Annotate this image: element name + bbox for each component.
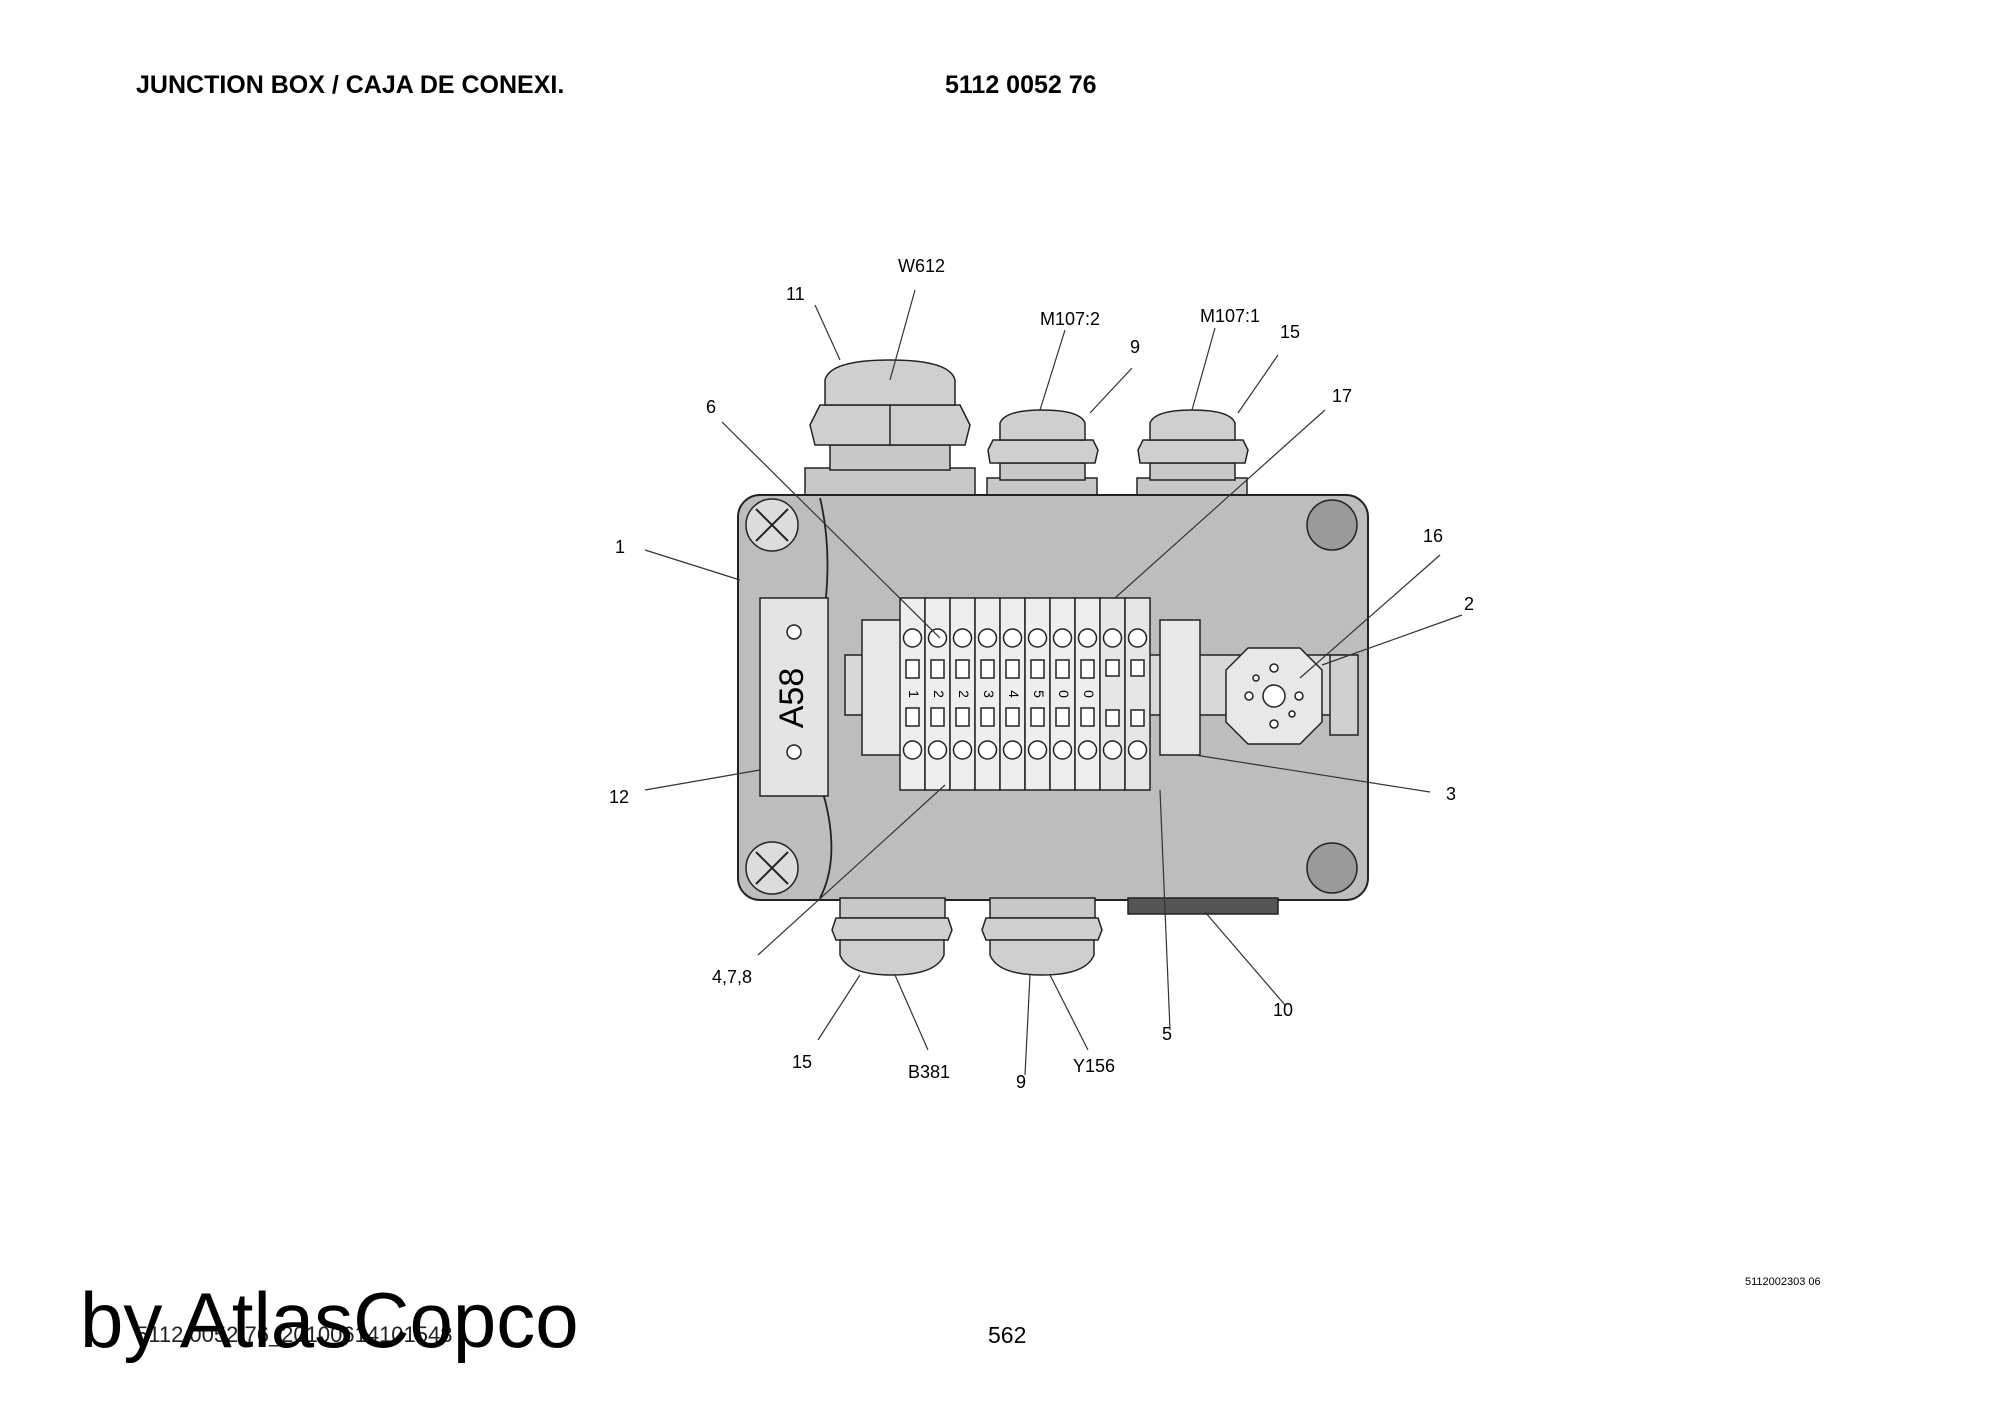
terminal-number: 5 [1031,690,1047,698]
callout-478: 4,7,8 [712,967,752,987]
terminal-5: 4 [999,597,1026,791]
callout-16: 16 [1423,526,1443,546]
terminal-3: 2 [949,597,976,791]
callout-15-top: 15 [1280,322,1300,342]
leader-lines [644,289,1463,1076]
terminal-number: 0 [1081,690,1097,698]
callout-y156: Y156 [1073,1056,1115,1076]
callout-12: 12 [609,787,629,807]
screw-top-right [1306,499,1358,551]
callout-6: 6 [706,397,716,417]
footer-file-ref: 5112 0052 76_20100614101548 [136,1322,453,1347]
terminal-7: 0 [1049,597,1076,791]
top-gland-m1071 [1136,409,1249,499]
terminal-2: 2 [924,597,951,791]
terminal-1: 1 [899,597,926,791]
callout-2: 2 [1464,594,1474,614]
octagon-connector [1225,647,1359,745]
terminal-number: 4 [1006,690,1022,698]
top-gland-m1072 [986,409,1099,499]
terminal-number: 2 [956,690,972,698]
callout-10: 10 [1273,1000,1293,1020]
label-plate-text: A58 [773,668,811,729]
document-title: JUNCTION BOX / CAJA DE CONEXI. [136,71,565,99]
bottom-gland-y156 [981,897,1103,976]
callout-w612: W612 [898,256,945,276]
page-number: 562 [988,1322,1027,1348]
callout-5: 5 [1162,1024,1172,1044]
callout-17: 17 [1332,386,1352,406]
callout-3: 3 [1446,784,1456,804]
ground-terminal-1 [1099,597,1126,791]
callout-m1072: M107:2 [1040,309,1100,329]
callout-11: 11 [786,284,805,304]
terminal-number: 3 [981,690,997,698]
terminal-number: 0 [1056,690,1072,698]
terminal-6: 5 [1024,597,1051,791]
part-number: 5112 0052 76 [945,71,1097,99]
callout-1: 1 [615,537,625,557]
watermark: by AtlasCopco [80,1276,579,1364]
terminal-strip: 1 2 2 3 4 5 0 0 [899,597,1151,791]
callout-b381: B381 [908,1062,950,1082]
terminal-8: 0 [1074,597,1101,791]
callout-m1071: M107:1 [1200,306,1260,326]
callout-15-bot: 15 [792,1052,812,1072]
callouts: W612 11 M107:2 9 M107:1 15 6 17 1 16 2 1… [609,256,1474,1092]
drawing-code: 5112002303 06 [1745,1276,1821,1288]
bottom-plug-10 [1127,897,1279,915]
terminal-number: 2 [931,690,947,698]
callout-9-bot: 9 [1016,1072,1026,1092]
bottom-gland-b381 [831,897,953,976]
ground-terminal-2 [1124,597,1151,791]
callout-9-top: 9 [1130,337,1140,357]
top-gland-w612 [804,359,976,499]
screw-bottom-right [1306,842,1358,894]
terminal-number: 1 [906,690,922,698]
terminal-4: 3 [974,597,1001,791]
